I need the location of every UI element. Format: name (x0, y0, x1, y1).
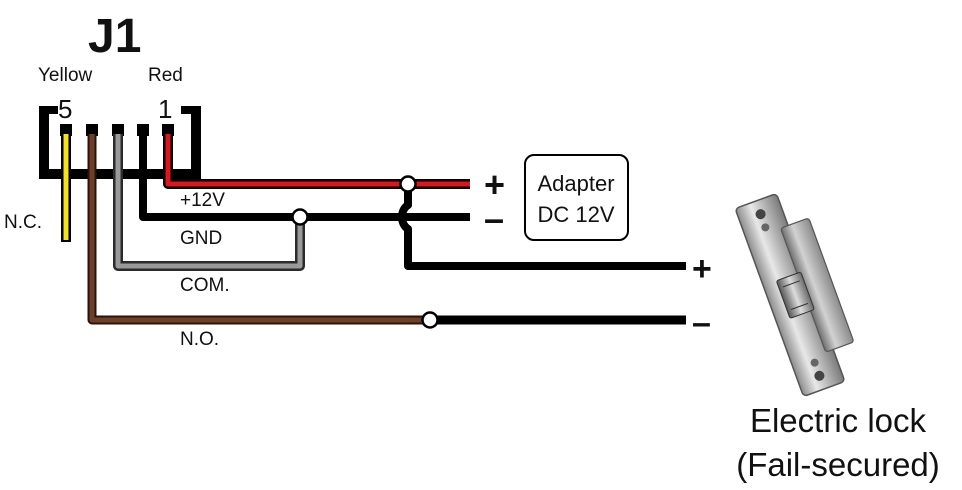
wire-lock-plus (398, 184, 686, 270)
pin5-color-label: Yellow (38, 65, 93, 86)
lock-minus-sign: – (692, 304, 711, 342)
com-label: COM. (180, 275, 230, 296)
wire-12v-red (163, 134, 470, 189)
lock-plus-sign: + (692, 250, 712, 288)
adapter-minus-sign: – (484, 198, 504, 239)
nc-label: N.C. (4, 212, 42, 233)
pin1-number: 1 (158, 94, 172, 124)
junction-no (421, 311, 439, 329)
12v-label: +12V (180, 190, 225, 211)
pin1-color-label: Red (148, 65, 183, 86)
pin5-number: 5 (58, 94, 72, 124)
pin-1 (162, 124, 174, 136)
connector-title: J1 (88, 10, 141, 63)
no-label: N.O. (180, 329, 219, 350)
lock-caption: Electric lock (750, 402, 927, 439)
adapter-label: Adapter (537, 171, 614, 196)
wire-gnd-black (139, 134, 470, 221)
junction-12v (399, 175, 417, 193)
pin-4 (86, 124, 98, 136)
adapter-plus-sign: + (484, 164, 505, 205)
gnd-label: GND (180, 228, 222, 249)
pin-5 (60, 124, 72, 136)
pin-3 (112, 124, 124, 136)
adapter-voltage: DC 12V (537, 202, 614, 227)
pin-2 (137, 124, 149, 136)
junction-gnd-com (291, 208, 309, 226)
adapter-box (524, 154, 629, 241)
wire-no-brown (87, 134, 430, 325)
lock-caption-type: (Fail-secured) (736, 446, 940, 483)
electric-lock-picture (735, 193, 854, 397)
wire-com-gray (113, 134, 305, 271)
